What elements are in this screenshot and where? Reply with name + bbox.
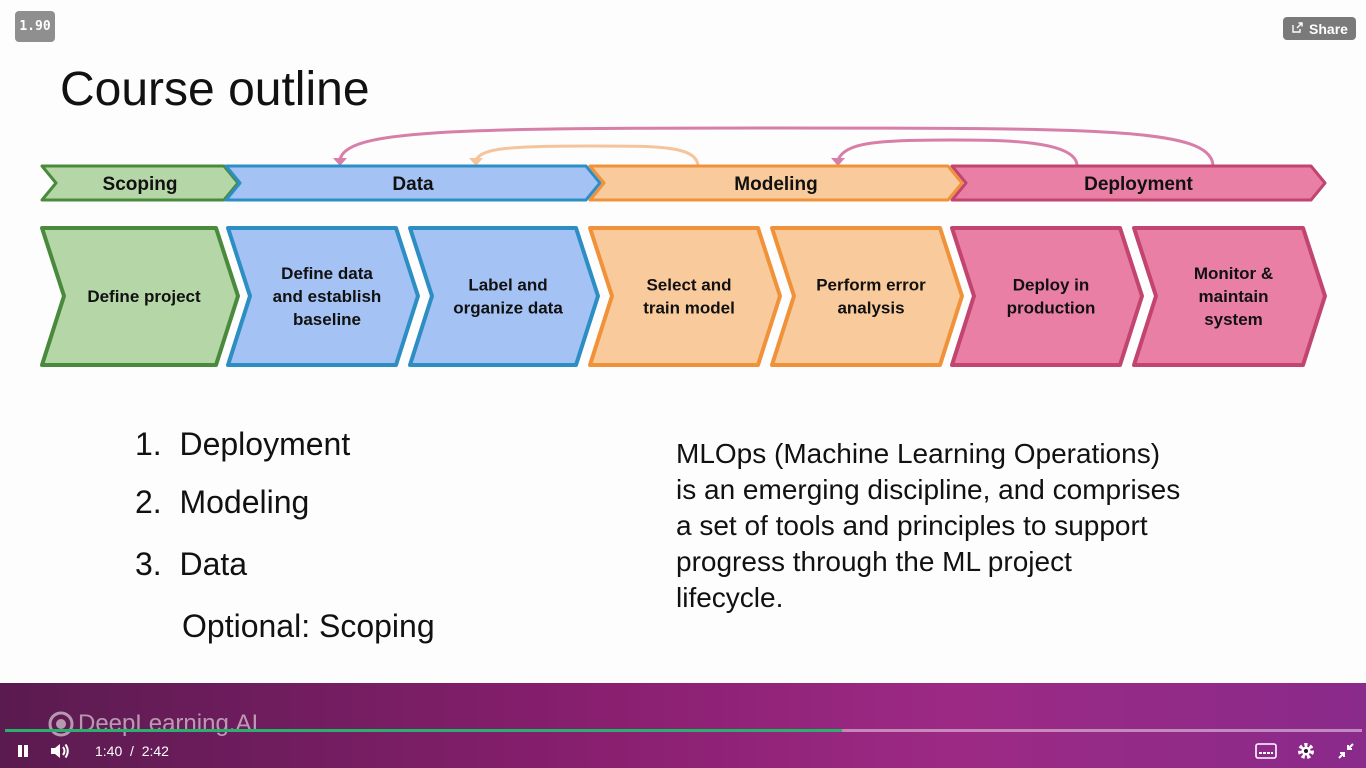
feedback-arrow-deploy-to-data xyxy=(338,126,1215,166)
step-chevron: Define project xyxy=(40,226,240,367)
exit-fullscreen-icon xyxy=(1338,743,1354,759)
player-controls: 1:40 / 2:42 xyxy=(0,733,1366,768)
list-item: Optional: Scoping xyxy=(182,608,435,644)
pause-button[interactable] xyxy=(10,738,36,764)
settings-button[interactable] xyxy=(1293,738,1319,764)
phase-label: Modeling xyxy=(734,174,817,195)
feedback-arrow-deploy-to-modeling xyxy=(836,138,1079,166)
pause-icon xyxy=(18,745,28,757)
list-item: 1. Deployment xyxy=(135,426,351,462)
share-button[interactable]: Share xyxy=(1283,17,1356,40)
video-progress-bar[interactable] xyxy=(5,729,1362,732)
playback-speed-badge[interactable]: 1.90 xyxy=(15,11,55,42)
phase-modeling: Modeling xyxy=(588,164,964,202)
feedback-arrow-modeling-to-data xyxy=(474,144,700,166)
step-label: Define project xyxy=(87,287,201,306)
phase-row: Scoping Data Modeling Deployment xyxy=(40,164,1327,202)
arrow-heads xyxy=(333,158,845,166)
time-display: 1:40 / 2:42 xyxy=(95,743,169,759)
gear-icon xyxy=(1298,743,1314,759)
volume-icon xyxy=(51,743,69,759)
deeplearning-logo-icon xyxy=(48,711,74,737)
video-progress-fill xyxy=(5,729,843,732)
phase-data: Data xyxy=(224,164,602,202)
slide-title: Course outline xyxy=(60,63,370,116)
captions-button[interactable] xyxy=(1253,738,1279,764)
list-item: 2. Modeling xyxy=(135,484,310,520)
phase-label: Scoping xyxy=(103,174,178,195)
phase-scoping: Scoping xyxy=(40,164,240,202)
volume-button[interactable] xyxy=(47,738,73,764)
exit-fullscreen-button[interactable] xyxy=(1333,738,1359,764)
brand-band xyxy=(0,683,1366,768)
captions-icon xyxy=(1255,743,1277,759)
feedback-arrows xyxy=(338,126,1215,166)
mlops-description: MLOps (Machine Learning Operations) is a… xyxy=(676,438,1181,613)
share-icon xyxy=(1291,21,1304,37)
brand-logo: DeepLearning.AI xyxy=(48,710,258,738)
list-item: 3. Data xyxy=(135,546,248,582)
phase-label: Data xyxy=(392,174,434,195)
phase-label: Deployment xyxy=(1084,174,1193,195)
lifecycle-diagram: Scoping Data Modeling Deployment Define pro… xyxy=(40,126,1327,367)
phase-deployment: Deployment xyxy=(950,164,1327,202)
